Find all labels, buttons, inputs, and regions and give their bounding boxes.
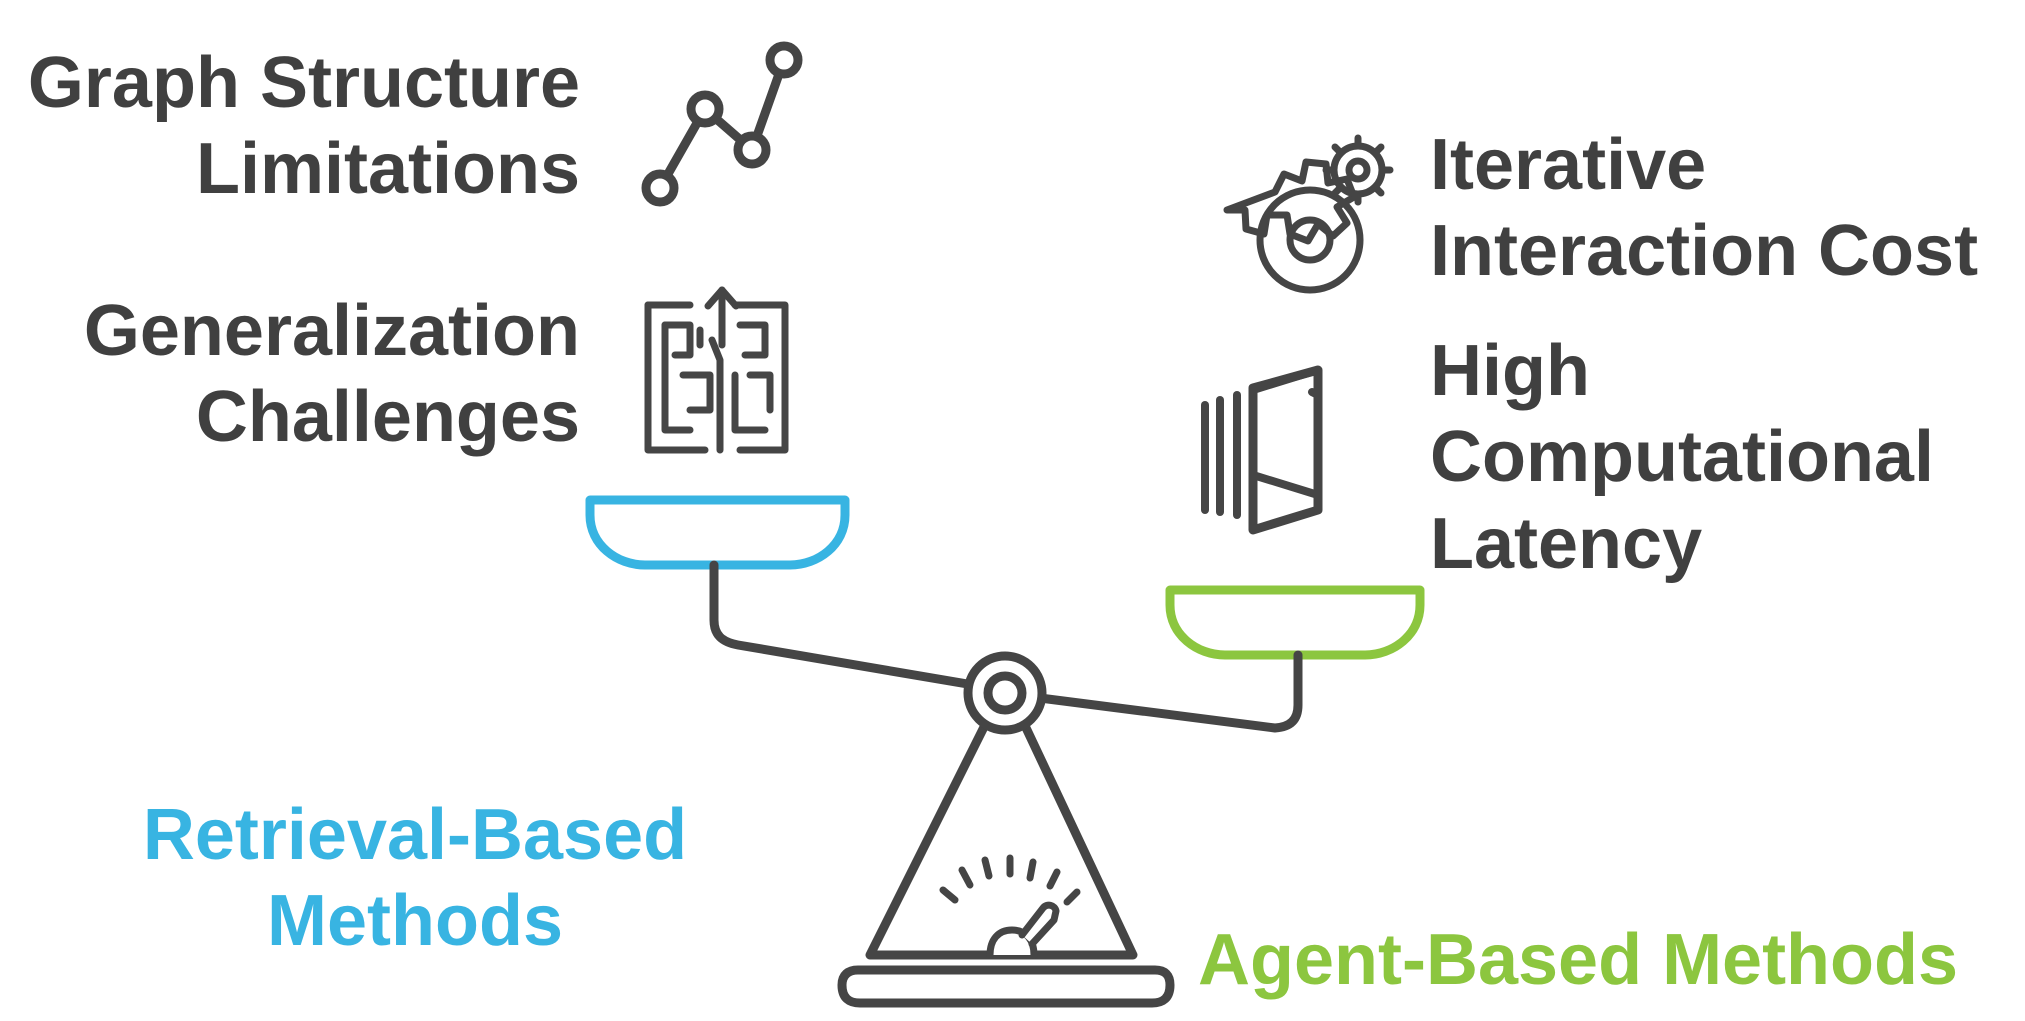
line-chart-icon	[641, 41, 803, 207]
left-pan	[585, 495, 850, 570]
label-graph-structure-limitations: Graph Structure Limitations	[27, 43, 580, 210]
label-generalization-challenges: Generalization Challenges	[83, 291, 580, 458]
scale-beam	[709, 560, 1303, 733]
maze-icon	[644, 286, 789, 454]
gauge-icon	[939, 854, 1081, 959]
gears-icon	[1223, 134, 1394, 294]
right-pan	[1165, 585, 1425, 660]
label-iterative-interaction-cost: Iterative Interaction Cost	[1430, 125, 1979, 292]
label-high-computational-latency: High Computational Latency	[1430, 331, 1934, 584]
pivot-icon	[963, 651, 1047, 735]
label-retrieval-based-methods: Retrieval-Based Methods	[142, 795, 688, 962]
scale-stand	[837, 710, 1175, 1008]
label-agent-based-methods: Agent-Based Methods	[1198, 920, 1959, 1000]
motion-frames-icon	[1201, 365, 1323, 535]
